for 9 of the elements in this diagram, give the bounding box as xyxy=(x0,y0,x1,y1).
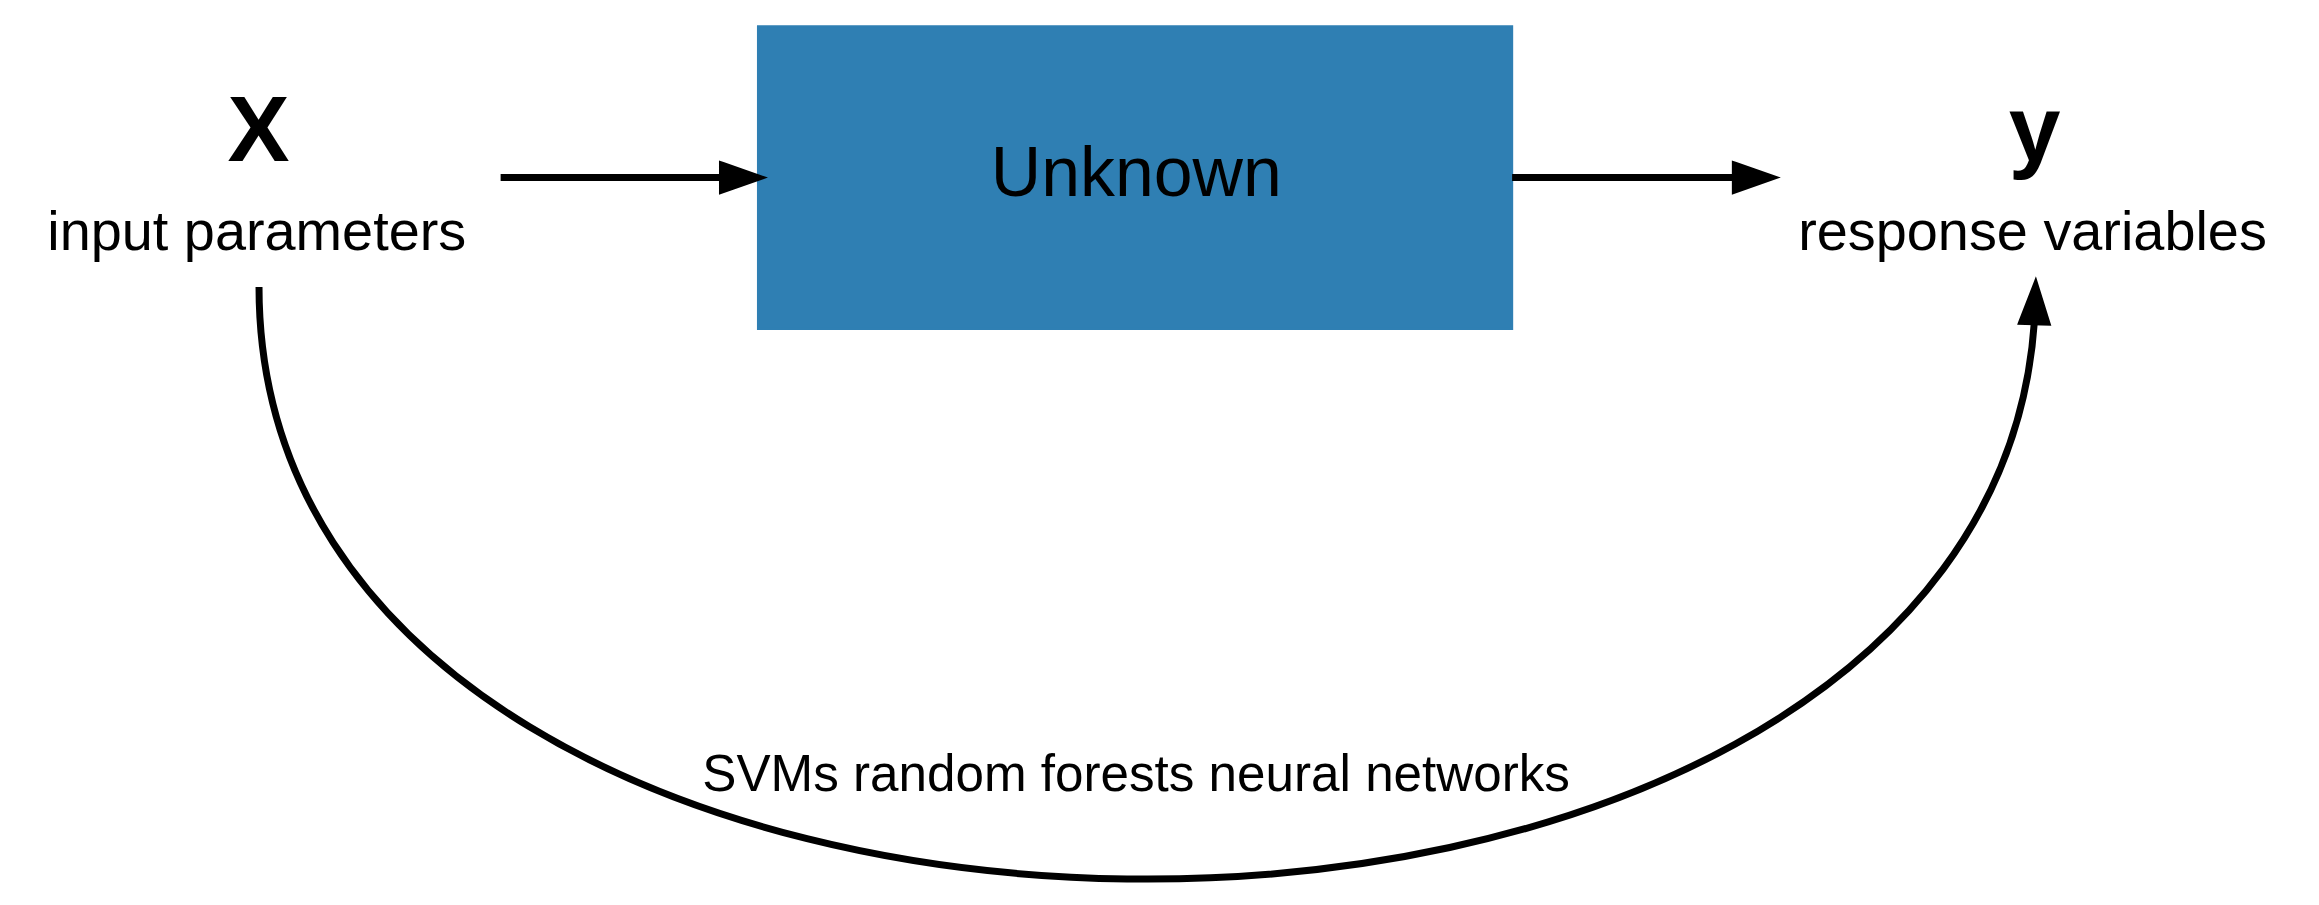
node-text: y xyxy=(2008,76,2061,181)
node-label: input parameters xyxy=(47,198,467,262)
node-label: response variables xyxy=(1798,198,2267,262)
arrow xyxy=(255,275,2052,882)
arrow xyxy=(1512,159,1781,195)
arrow xyxy=(500,159,768,195)
node-text: X xyxy=(227,76,290,181)
node-box: Unknown xyxy=(756,24,1514,330)
edge-label: SVMs random forests neural networks xyxy=(702,744,1570,802)
